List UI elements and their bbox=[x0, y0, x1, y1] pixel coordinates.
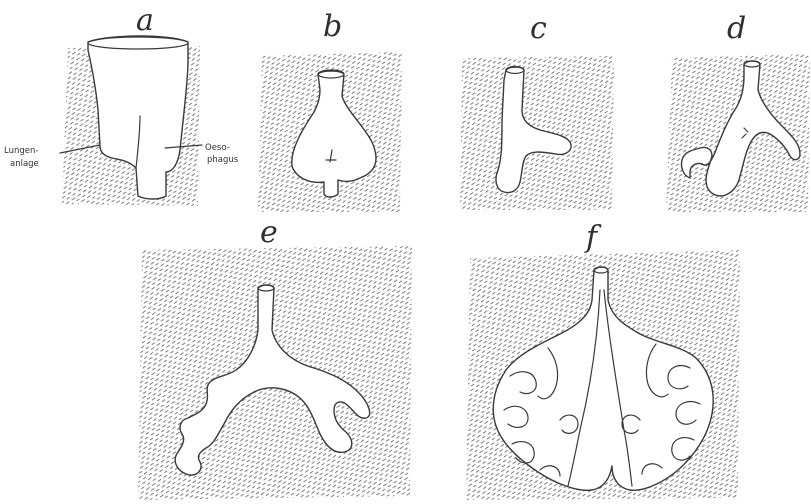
panel-a-letter: a bbox=[136, 3, 154, 38]
panel-a-anlage-label: anlage bbox=[10, 159, 39, 169]
panel-a-phagus-label: phagus bbox=[207, 155, 239, 165]
panel-e: e bbox=[138, 215, 412, 500]
panel-c-letter: c bbox=[530, 11, 547, 46]
panel-b-letter: b bbox=[323, 9, 342, 44]
panel-d: d bbox=[666, 11, 810, 212]
panel-a-oeso-label: Oeso- bbox=[205, 143, 230, 153]
panel-f: f bbox=[466, 220, 740, 500]
panel-a: a Lungen- anlage Oeso- phagus bbox=[4, 3, 239, 206]
panel-d-letter: d bbox=[727, 11, 746, 46]
panel-e-letter: e bbox=[260, 215, 278, 250]
panel-b: b bbox=[258, 9, 402, 212]
panel-a-lungen-label: Lungen- bbox=[4, 146, 38, 156]
panel-f-letter: f bbox=[584, 220, 602, 255]
panel-c: c bbox=[460, 11, 614, 210]
